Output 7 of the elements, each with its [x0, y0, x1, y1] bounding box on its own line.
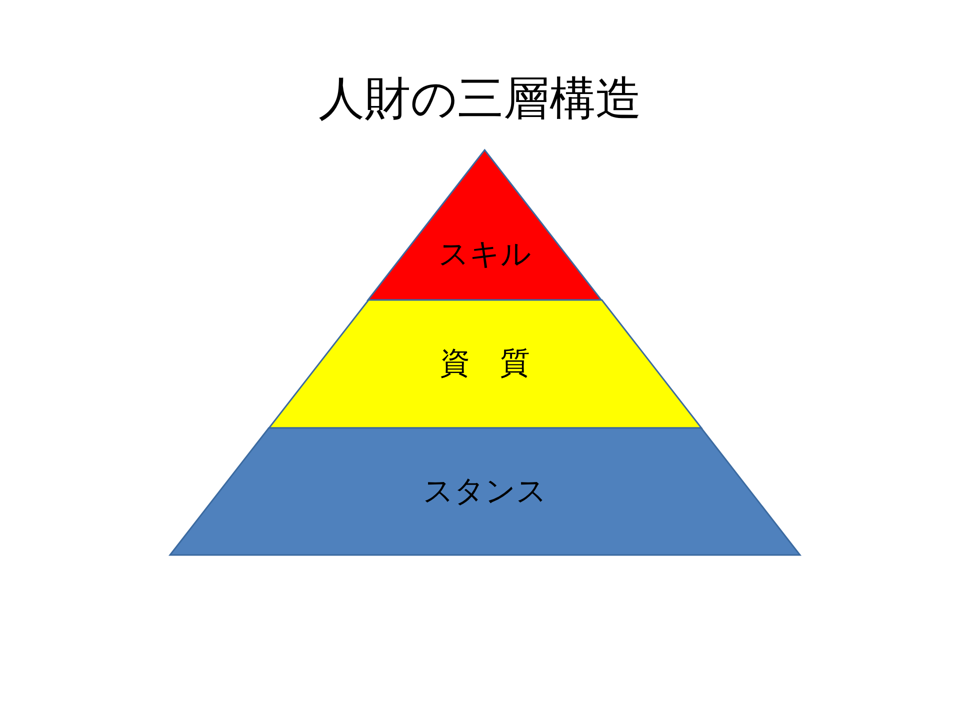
title: 人財の三層構造 [318, 71, 642, 125]
tier-label: スタンス [423, 474, 547, 509]
tier-label: 資 質 [440, 346, 530, 381]
pyramid-tier [170, 428, 800, 555]
tier-label: スキル [438, 237, 532, 272]
pyramid-tier [268, 300, 702, 428]
pyramid-tier [368, 150, 602, 300]
